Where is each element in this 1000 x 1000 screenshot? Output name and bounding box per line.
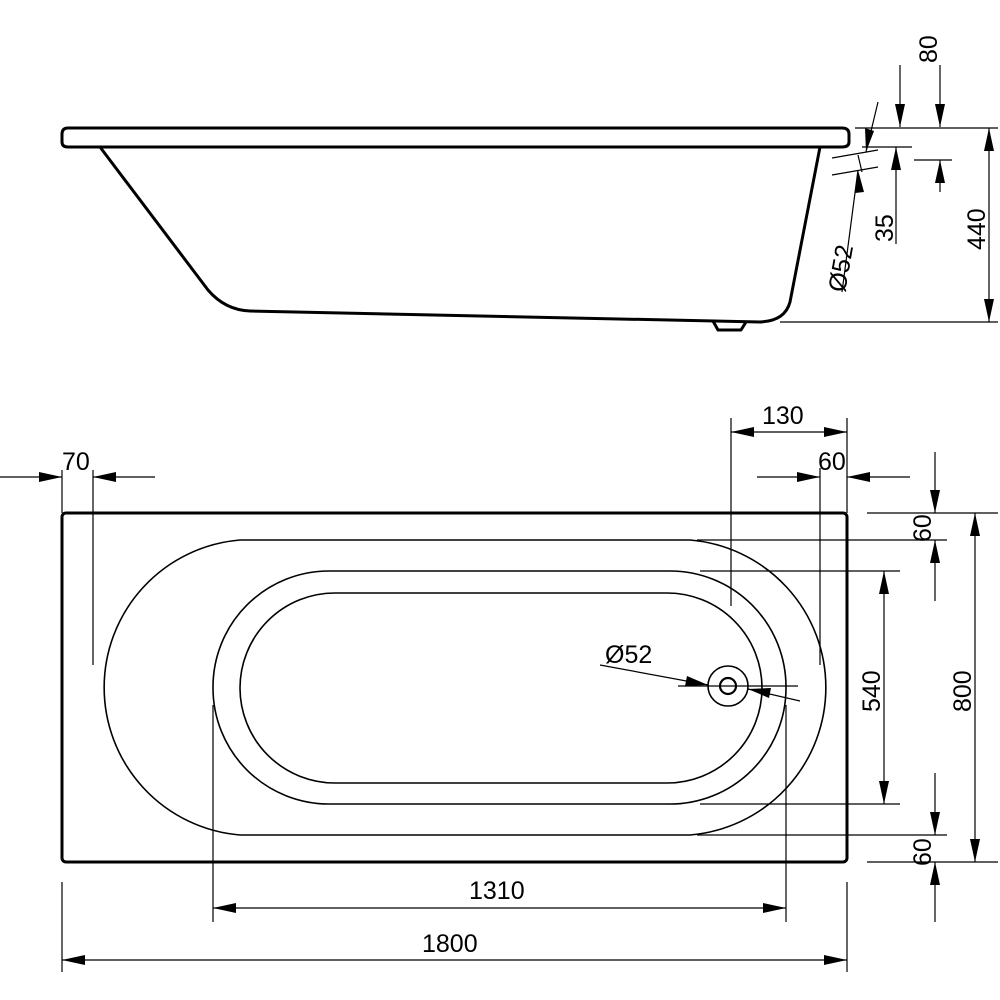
side-view: 80 35 440 Ø52 — [60, 35, 998, 332]
dim-height-440: 440 — [963, 208, 991, 250]
tub-body — [98, 145, 822, 324]
dim-rim-35: 35 — [871, 214, 899, 242]
tub-rim — [60, 126, 851, 149]
dim-overflow-diameter: Ø52 — [823, 243, 859, 294]
basin-inner-contour — [239, 592, 763, 784]
tub-outline — [60, 511, 849, 864]
dim-inner-width-540: 540 — [858, 670, 886, 712]
dim-drain-diameter: Ø52 — [605, 641, 652, 669]
dim-top-80: 80 — [915, 35, 943, 63]
dim-right-offset-60: 60 — [818, 448, 846, 476]
dim-top-offset-60: 60 — [909, 514, 937, 542]
dim-left-offset-70: 70 — [62, 448, 90, 476]
dim-total-length-1800: 1800 — [422, 930, 478, 958]
deck-contour — [103, 539, 827, 836]
dim-inner-length-1310: 1310 — [469, 877, 525, 905]
dim-bottom-offset-60: 60 — [909, 838, 937, 866]
drain-outlet — [711, 319, 748, 332]
dim-drain-position-130: 130 — [762, 402, 804, 430]
basin-outer-contour — [212, 570, 787, 805]
plan-view: 70 130 60 60 540 800 — [0, 402, 998, 972]
dim-total-width-800: 800 — [949, 670, 977, 712]
